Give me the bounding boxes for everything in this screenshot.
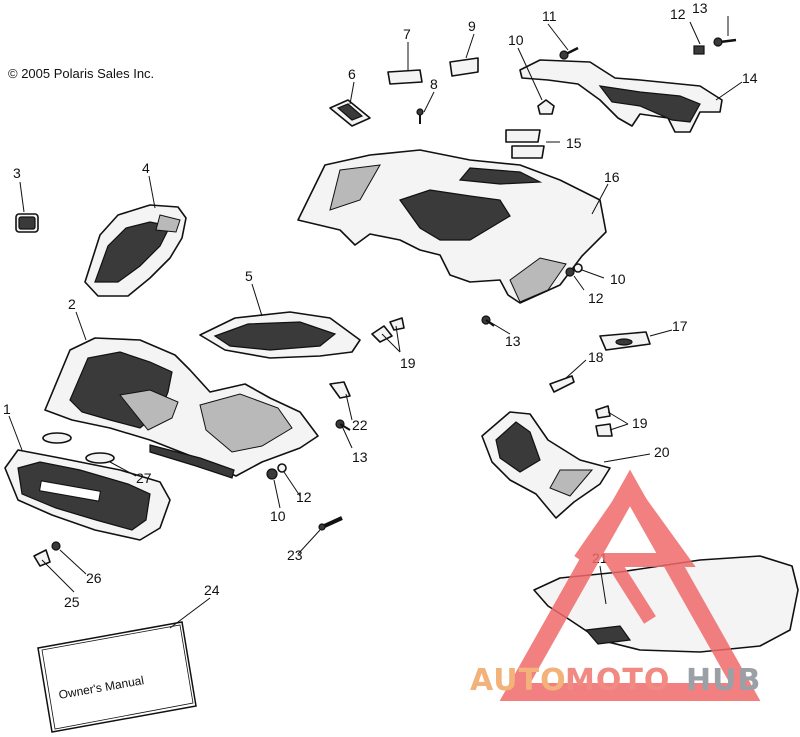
part-5-front-cover [199,311,361,359]
part-8-screw [416,108,424,124]
part-1-front-bumper [4,449,171,541]
callout-1: 1 [3,401,11,417]
part-10-12-pair-right [565,263,583,277]
part-15-reflectors [505,129,545,159]
callout-23: 23 [287,547,303,563]
callout-12-top: 12 [670,6,686,22]
callout-9: 9 [468,18,476,34]
callout-10-left: 10 [270,508,286,524]
part-13-bolt-top [713,37,737,47]
watermark-hub: HUB [686,663,761,698]
part-18-pin [549,375,575,393]
callout-15: 15 [566,135,582,151]
part-25-26-fastener [33,541,61,567]
part-11-bolt [559,46,579,60]
callout-16: 16 [604,169,620,185]
part-16-rear-fender [297,149,607,304]
part-27-lenses [42,432,115,464]
callout-20: 20 [654,444,670,460]
part-23-bolt [318,516,343,531]
callout-12-right: 12 [588,290,604,306]
part-7-reflector [387,69,423,85]
leader-lines [8,16,743,629]
part-9-reflector [449,57,479,77]
part-19-clips-rear [595,405,613,437]
part-13-bolt-right [481,315,495,327]
part-22-hook [329,381,351,399]
part-3-cap [15,213,39,233]
part-6-bracket [329,99,371,127]
callout-5: 5 [245,268,253,284]
part-2-front-fender [44,337,319,479]
part-14-rear-bracket [519,59,723,133]
watermark-moto: MOTO [565,663,670,698]
watermark-text: AUTO MOTO HUB [470,663,761,698]
callout-10-top: 10 [508,32,524,48]
part-20-side-panel [481,411,611,519]
callout-2: 2 [68,296,76,312]
callout-13-top: 13 [692,0,708,16]
part-10-washer-top [537,99,555,115]
callout-12-left: 12 [296,489,312,505]
part-21-seat [533,555,799,653]
part-12-nut-top [693,45,705,55]
callout-7: 7 [403,26,411,42]
callout-27: 27 [136,470,152,486]
part-17-plate [599,331,651,351]
copyright-text: © 2005 Polaris Sales Inc. [8,66,154,81]
callout-22: 22 [352,417,368,433]
watermark-auto: AUTO [470,663,567,698]
callout-26: 26 [86,570,102,586]
part-4-left-panel [84,204,187,297]
callout-6: 6 [348,66,356,82]
callout-11: 11 [542,8,557,24]
callout-17: 17 [672,318,688,334]
watermark-logo [499,469,761,701]
part-19-clips-front [371,317,405,343]
callout-18: 18 [588,349,604,365]
callout-13-right: 13 [505,333,521,349]
callout-19-front: 19 [400,355,416,371]
callout-25: 25 [64,594,80,610]
callout-4: 4 [142,160,150,176]
callout-8: 8 [430,76,438,92]
callout-3: 3 [13,165,21,181]
part-10-12-pair-left [266,463,287,480]
callout-24: 24 [204,582,220,598]
callout-14: 14 [742,70,758,86]
callout-19-rear: 19 [632,415,648,431]
part-24-owners-manual: Owner's Manual [37,621,197,733]
callout-10-right: 10 [610,271,626,287]
callout-13-mid: 13 [352,449,368,465]
